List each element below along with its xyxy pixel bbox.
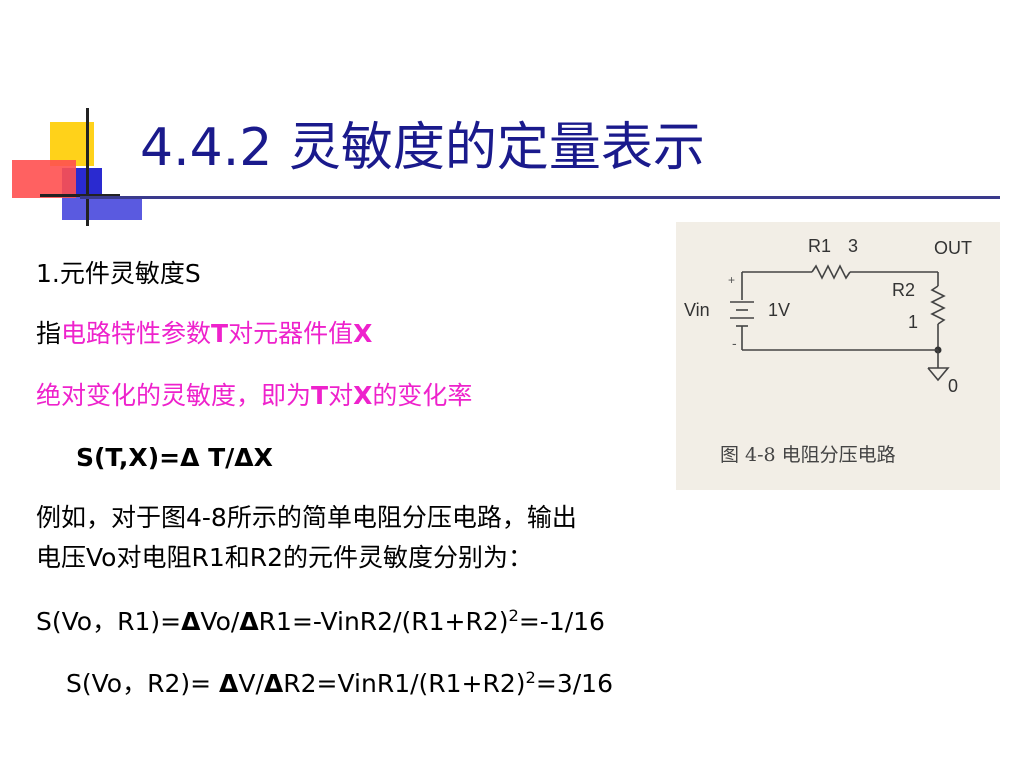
formula-sensitivity: S(T,X)=Δ T/ΔX (76, 443, 273, 472)
circuit-figure: R1 3 OUT R2 1 Vin 1V + - 0 图 4-8 电阻分压电路 (676, 222, 1000, 490)
abs-T: T (311, 381, 329, 410)
formula-r2-rhs: R2=VinR1/(R1+R2) (283, 669, 526, 698)
definition-text: 电路特性参数 (61, 319, 212, 348)
out-label: OUT (934, 238, 972, 258)
r1-value: 3 (848, 236, 858, 256)
voltage-divider-circuit: R1 3 OUT R2 1 Vin 1V + - 0 (684, 236, 972, 396)
line-component-sensitivity: 1.元件灵敏度S (36, 259, 201, 288)
delta-symbol: Δ (181, 607, 201, 636)
definition-text-2: 对元器件值 (228, 319, 354, 348)
abs-X: X (353, 381, 373, 410)
minus-sign: - (732, 335, 737, 351)
r2-value: 1 (908, 312, 918, 332)
formula-r1-result: =-1/16 (518, 607, 605, 636)
formula-r2-exp: 2 (525, 668, 536, 688)
formula-r2-result: =3/16 (535, 669, 613, 698)
delta-symbol: Δ (219, 669, 239, 698)
slide-title: 4.4.2 灵敏度的定量表示 (140, 118, 705, 178)
slide-logo (12, 108, 142, 226)
abs-dui: 对 (328, 381, 354, 410)
definition-T: T (211, 319, 229, 348)
logo-blue-bar (62, 196, 142, 220)
line-example-2: 电压Vo对电阻R1和R2的元件灵敏度分别为： (36, 543, 534, 572)
formula-r2: S(Vo，R2)= ΔV/ΔR2=VinR1/(R1+R2)2=3/16 (66, 668, 613, 701)
definition-prefix: 指 (36, 319, 62, 348)
definition-X: X (353, 319, 373, 348)
logo-vertical-line (86, 108, 89, 226)
title-divider (80, 196, 1000, 199)
formula-r1: S(Vo，R1)=ΔVo/ΔR1=-VinR2/(R1+R2)2=-1/16 (36, 606, 605, 639)
delta-symbol: Δ (239, 607, 259, 636)
formula-r1-lhs: S(Vo，R1)= (36, 607, 182, 636)
formula-r1-rhs: R1=-VinR2/(R1+R2) (258, 607, 509, 636)
delta-symbol: Δ (263, 669, 284, 698)
vin-label: Vin (684, 300, 710, 320)
resistor-r2 (930, 285, 946, 325)
resistor-r1 (811, 264, 851, 280)
formula-r2-v: V/ (238, 669, 264, 698)
logo-red-square (12, 160, 76, 198)
line-absolute-sensitivity: 绝对变化的灵敏度，即为T对X的变化率 (36, 380, 472, 413)
source-value: 1V (768, 300, 790, 320)
plus-sign: + (728, 273, 735, 287)
figure-caption: 图 4-8 电阻分压电路 (720, 444, 896, 466)
r2-label: R2 (892, 280, 915, 300)
ground-symbol (927, 367, 950, 382)
formula-r1-exp: 2 (508, 606, 519, 626)
formula-r2-lhs: S(Vo，R2)= (66, 669, 220, 698)
formula-r1-vo: Vo/ (200, 607, 240, 636)
line-definition: 指电路特性参数T对元器件值X (36, 318, 372, 351)
abs-text: 绝对变化的灵敏度，即为 (36, 381, 312, 410)
ground-label: 0 (948, 376, 958, 396)
abs-rate: 的变化率 (372, 381, 473, 410)
logo-horizontal-line (40, 194, 120, 197)
r1-label: R1 (808, 236, 831, 256)
line-example: 例如，对于图4-8所示的简单电阻分压电路，输出 (36, 503, 577, 532)
